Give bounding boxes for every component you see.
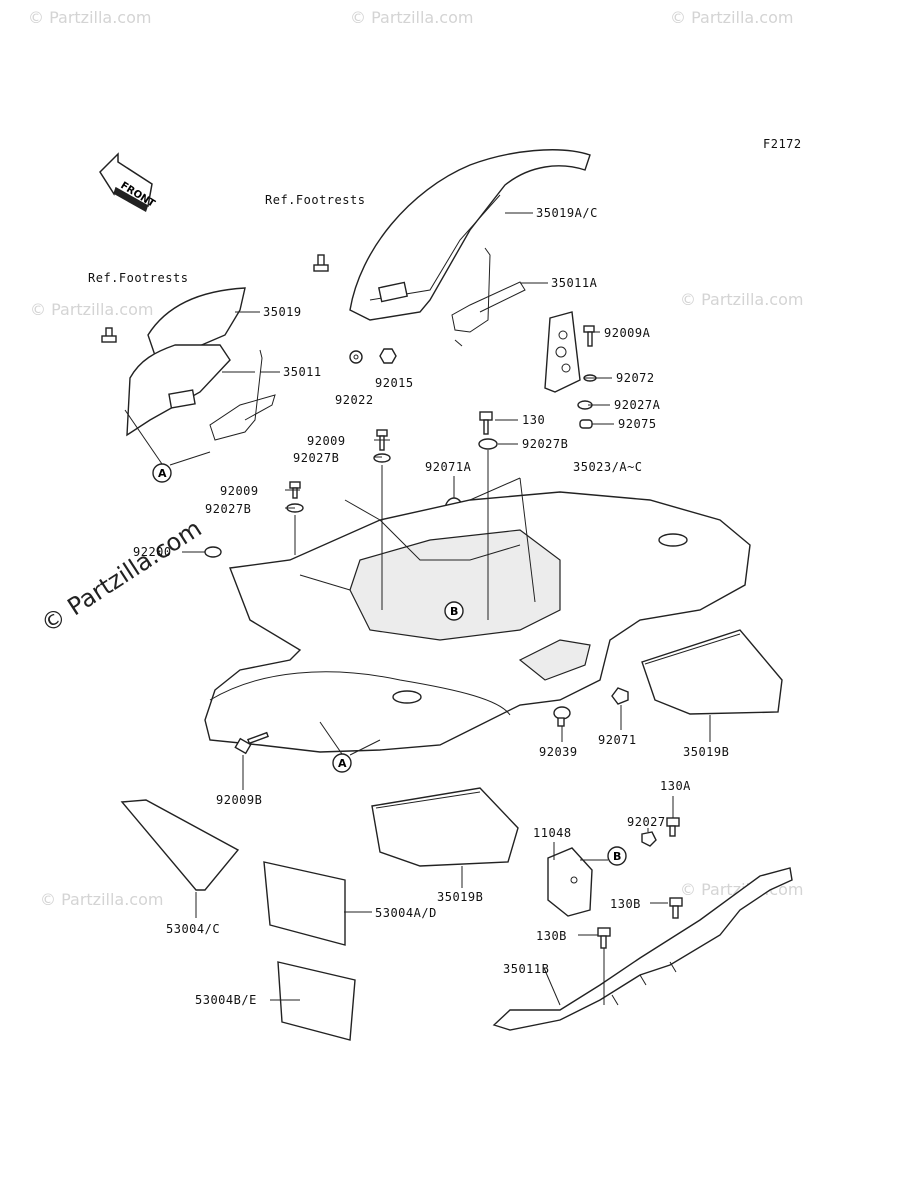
ref-footrests-label[interactable]: Ref.Footrests: [265, 193, 366, 207]
part-label-35019a-c[interactable]: 35019A/C: [536, 206, 598, 220]
decal-53004-a-d: [263, 861, 346, 946]
part-label-92071[interactable]: 92071: [598, 733, 637, 747]
watermark: © Partzilla.com: [30, 300, 154, 319]
callout-b: [607, 846, 627, 866]
bolt-icon: [289, 481, 301, 499]
part-label-35011a[interactable]: 35011A: [551, 276, 598, 290]
part-label-92072[interactable]: 92072: [616, 371, 655, 385]
washer-icon: [349, 350, 363, 364]
watermark: © Partzilla.com: [40, 890, 164, 909]
part-label-92071a[interactable]: 92071A: [425, 460, 472, 474]
bolt-icon: [597, 927, 611, 949]
part-label-92009a[interactable]: 92009A: [604, 326, 651, 340]
part-label-92027b[interactable]: 92027B: [522, 437, 569, 451]
part-label-35019b[interactable]: 35019B: [437, 890, 484, 904]
callout-b: [444, 601, 464, 621]
watermark: © Partzilla.com: [28, 8, 152, 27]
part-label-53004-c[interactable]: 53004/C: [166, 922, 221, 936]
bolt-icon: [101, 327, 117, 343]
part-label-35019[interactable]: 35019: [263, 305, 302, 319]
callout-letter: A: [338, 757, 347, 770]
rear-rack-support-35011b: [492, 867, 793, 1031]
watermark: © Partzilla.com: [680, 290, 804, 309]
grommet-icon: [611, 687, 629, 705]
bracket-11048: [547, 847, 593, 917]
grommet-icon: [579, 419, 593, 429]
part-label-92009b[interactable]: 92009B: [216, 793, 263, 807]
decal-53004-b-e: [277, 961, 356, 1041]
bolt-icon: [234, 731, 269, 755]
part-label-11048[interactable]: 11048: [533, 826, 572, 840]
part-label-92022[interactable]: 92022: [335, 393, 374, 407]
mud-flap-bottom: [371, 787, 519, 867]
part-label-92039[interactable]: 92039: [539, 745, 578, 759]
figure-code: F2172: [763, 137, 802, 151]
part-label-35019b[interactable]: 35019B: [683, 745, 730, 759]
leader-lines: [124, 212, 711, 1006]
rear-fender-left-upper: [126, 287, 246, 437]
part-label-35023[interactable]: 35023/A~C: [573, 460, 643, 474]
washer-icon: [373, 453, 391, 463]
part-label-130b[interactable]: 130B: [610, 897, 641, 911]
part-label-53004a-d[interactable]: 53004A/D: [375, 906, 437, 920]
callout-letter: A: [158, 467, 167, 480]
callout-letter: B: [613, 850, 621, 863]
rivet-icon: [553, 706, 571, 727]
bolt-icon: [583, 325, 595, 347]
grommet-icon: [204, 546, 222, 558]
part-label-130b[interactable]: 130B: [536, 929, 567, 943]
decal-53004-c: [120, 799, 240, 891]
watermark: © Partzilla.com: [350, 8, 474, 27]
part-label-92027a[interactable]: 92027A: [614, 398, 661, 412]
bracket-35011a: [451, 247, 526, 347]
part-label-92200[interactable]: 92200: [133, 545, 172, 559]
part-label-92027b[interactable]: 92027B: [205, 502, 252, 516]
part-label-130[interactable]: 130: [522, 413, 546, 427]
watermark: © Partzilla.com: [670, 8, 794, 27]
part-label-130a[interactable]: 130A: [660, 779, 691, 793]
part-label-92009[interactable]: 92009: [220, 484, 259, 498]
washer-icon: [478, 438, 498, 450]
bolt-icon: [479, 411, 493, 435]
nut-icon: [641, 831, 657, 847]
part-label-35011[interactable]: 35011: [283, 365, 322, 379]
part-label-92009[interactable]: 92009: [307, 434, 346, 448]
front-arrow-icon: FRONT: [99, 152, 157, 212]
part-label-35011b[interactable]: 35011B: [503, 962, 550, 976]
bolt-icon: [313, 254, 329, 272]
nut-icon: [379, 348, 397, 364]
mounting-plate: [544, 311, 581, 393]
ref-footrests-label[interactable]: Ref.Footrests: [88, 271, 189, 285]
mud-flap-right: [641, 629, 783, 715]
part-label-92027b[interactable]: 92027B: [293, 451, 340, 465]
bracket-35011: [209, 349, 276, 441]
rear-fender-main: [204, 491, 751, 753]
part-label-53004b-e[interactable]: 53004B/E: [195, 993, 257, 1007]
callout-letter: B: [450, 605, 458, 618]
bolt-icon: [376, 429, 388, 451]
front-fender-upper: [349, 149, 591, 321]
bolt-icon: [669, 897, 683, 919]
part-label-92075[interactable]: 92075: [618, 417, 657, 431]
part-label-92027[interactable]: 92027: [627, 815, 666, 829]
bolt-icon: [666, 817, 680, 837]
part-label-92015[interactable]: 92015: [375, 376, 414, 390]
